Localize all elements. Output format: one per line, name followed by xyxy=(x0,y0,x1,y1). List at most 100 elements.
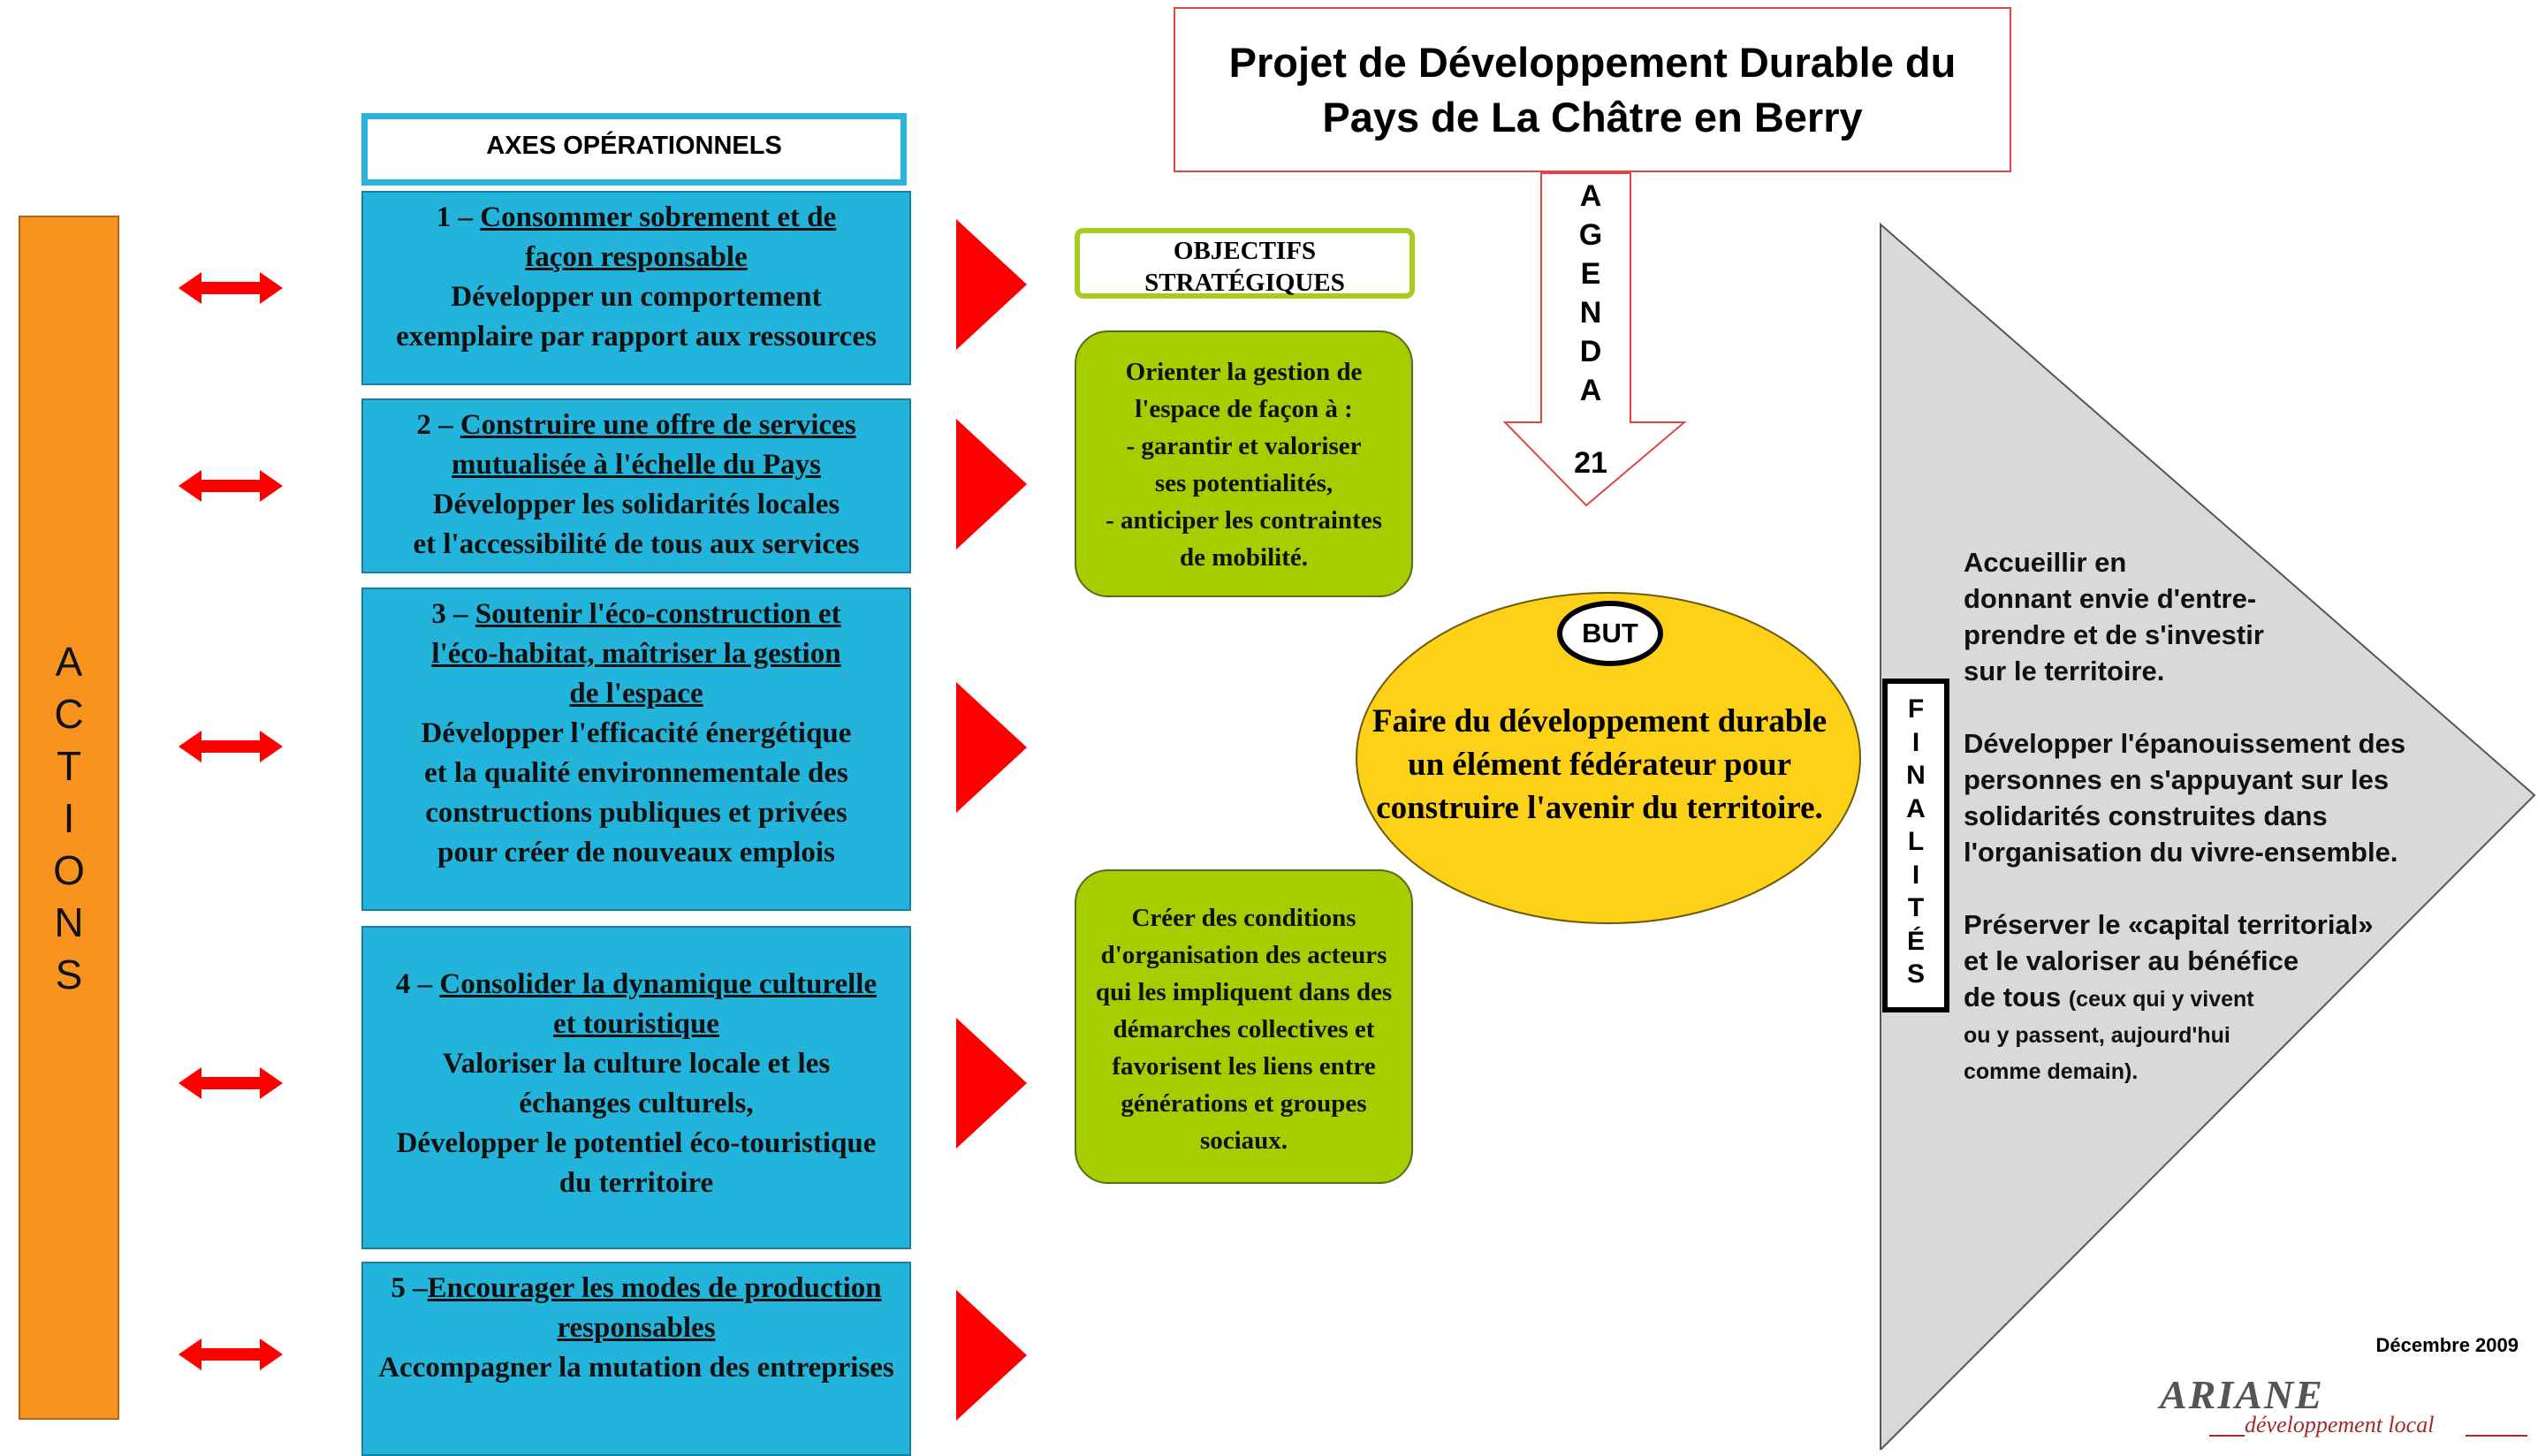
objectif-line: de mobilité. xyxy=(1180,543,1308,572)
axis-title: 4 – Consolider la dynamique culturelle xyxy=(395,968,878,1000)
finalites-letter: L xyxy=(1907,827,1925,856)
axis-body-line: Accompagner la mutation des entreprises xyxy=(378,1352,894,1384)
but-text-line: un élément fédérateur pour xyxy=(1408,747,1791,783)
red-triangle-icon xyxy=(956,219,1027,350)
finalites-letter: A xyxy=(1906,793,1926,823)
axis-title: mutualisée à l'échelle du Pays xyxy=(452,449,821,481)
objectifs-header-line: OBJECTIFS xyxy=(1173,237,1317,265)
axis-body-line: constructions publiques et privées xyxy=(425,797,847,829)
axis-title: de l'espace xyxy=(569,678,703,709)
agenda-number: 21 xyxy=(1574,446,1607,480)
objectif-line: favorisent les liens entre xyxy=(1112,1052,1376,1081)
axis-body-line: Développer les solidarités locales xyxy=(432,489,840,520)
actions-bar xyxy=(19,216,119,1420)
axis-body-line: et la qualité environnementale des xyxy=(424,757,848,789)
finalites-letter: I xyxy=(1911,727,1920,757)
objectif-line: générations et groupes xyxy=(1121,1089,1367,1118)
project-title-box: Projet de Développement Durable du Pays … xyxy=(1174,7,2011,172)
agenda-letter: A xyxy=(1579,179,1602,213)
axis-body-line: échanges culturels, xyxy=(519,1088,754,1119)
axis-body-line: Développer le potentiel éco-touristique xyxy=(396,1127,877,1159)
axis-title: et touristique xyxy=(553,1008,719,1040)
axis-body-line: Développer l'efficacité énergétique xyxy=(421,717,852,749)
double-arrow-icon xyxy=(179,1338,283,1370)
axis-title: responsables xyxy=(557,1312,716,1344)
agenda-letter: E xyxy=(1580,257,1601,291)
finalites-letter: S xyxy=(1906,959,1925,989)
finalites-text: Accueillir en donnant envie d'entre- pre… xyxy=(1964,544,2476,1124)
objectifs-header-line: STRATÉGIQUES xyxy=(1144,269,1345,297)
axis-title: façon responsable xyxy=(525,241,748,273)
finalites-label: F I N A L I T É S xyxy=(1882,679,1949,1012)
actions-letter: A xyxy=(55,639,83,685)
red-triangle-icon xyxy=(956,1018,1027,1149)
agenda-letter: G xyxy=(1578,218,1603,252)
project-title-line-2: Pays de La Châtre en Berry xyxy=(1322,94,1863,140)
but-text-line: construire l'avenir du territoire. xyxy=(1376,790,1823,826)
but-text: Faire du développement durable un élémen… xyxy=(1352,700,1847,830)
finalites-letter: T xyxy=(1907,893,1925,922)
axis-title: 5 –Encourager les modes de production xyxy=(391,1272,882,1304)
axis-box-1: 1 – Consommer sobrement et de façon resp… xyxy=(361,191,911,385)
objectif-line: démarches collectives et xyxy=(1113,1015,1375,1043)
objectif-line: l'espace de façon à : xyxy=(1135,395,1353,423)
double-arrow-icon xyxy=(179,731,283,762)
but-text-line: Faire du développement durable xyxy=(1372,703,1828,739)
axis-body-line: pour créer de nouveaux emplois xyxy=(437,837,835,868)
objectif-line: Orienter la gestion de xyxy=(1125,358,1363,386)
finalites-letter: F xyxy=(1907,694,1925,724)
finalite-paragraph-2: Développer l'épanouissement des personne… xyxy=(1964,728,2406,868)
finalite-paragraph-1: Accueillir en donnant envie d'entre- pre… xyxy=(1964,547,2264,686)
objectif-line: sociaux. xyxy=(1199,1126,1288,1155)
red-triangle-icon xyxy=(956,1290,1027,1421)
axis-body-line: exemplaire par rapport aux ressources xyxy=(396,321,877,353)
but-ellipse xyxy=(1356,592,1861,924)
objectif-line: qui les impliquent dans des xyxy=(1095,978,1393,1006)
axis-body-line: du territoire xyxy=(559,1167,714,1199)
ariane-logo: ARIANE xyxy=(2160,1372,2324,1417)
double-arrow-icon xyxy=(179,470,283,502)
finalites-letter: É xyxy=(1906,926,1925,956)
actions-label: A C T I O N S xyxy=(19,636,119,1001)
red-triangle-icon xyxy=(956,682,1027,813)
objectif-box-1: Orienter la gestion de l'espace de façon… xyxy=(1075,330,1413,597)
objectif-line: Créer des conditions xyxy=(1131,904,1356,932)
axis-title: l'éco-habitat, maîtriser la gestion xyxy=(431,638,841,670)
agenda-letter: A xyxy=(1579,374,1602,407)
objectif-line: - anticiper les contraintes xyxy=(1106,506,1382,535)
axis-box-4: 4 – Consolider la dynamique culturelle e… xyxy=(361,926,911,1249)
finalites-triangle xyxy=(1880,222,2536,1450)
agenda-letter: N xyxy=(1579,296,1602,330)
double-arrow-icon xyxy=(179,1067,283,1099)
axis-body-line: Développer un comportement xyxy=(451,281,822,313)
actions-letter: O xyxy=(53,847,85,893)
axis-title: 3 – Soutenir l'éco-construction et xyxy=(431,598,841,630)
actions-letter: C xyxy=(54,691,84,737)
axis-body-line: et l'accessibilité de tous aux services xyxy=(413,528,860,560)
axis-box-3: 3 – Soutenir l'éco-construction et l'éco… xyxy=(361,588,911,911)
finalite-paragraph-3: Préserver le «capital territorial» et le… xyxy=(1964,909,2374,1084)
double-arrow-icon xyxy=(179,272,283,304)
agenda-arrow xyxy=(1502,172,1687,507)
axis-title: 2 – Construire une offre de services xyxy=(416,409,856,441)
axis-body-line: Valoriser la culture locale et les xyxy=(442,1048,831,1080)
axis-box-2: 2 – Construire une offre de services mut… xyxy=(361,398,911,573)
agenda-letters: A G E N D A xyxy=(1555,177,1626,410)
finalites-letter: N xyxy=(1906,761,1926,790)
objectif-line: ses potentialités, xyxy=(1154,469,1334,497)
objectif-box-2: Créer des conditions d'organisation des … xyxy=(1075,869,1413,1184)
axis-title: 1 – Consommer sobrement et de xyxy=(436,201,837,233)
project-title-line-1: Projet de Développement Durable du xyxy=(1228,39,1957,86)
axis-box-5: 5 –Encourager les modes de production re… xyxy=(361,1262,911,1456)
actions-letter: S xyxy=(55,952,83,997)
actions-letter: I xyxy=(63,795,75,841)
finalites-letter: I xyxy=(1911,860,1920,890)
date-label: Décembre 2009 xyxy=(2375,1334,2519,1356)
ariane-logo-subtitle: développement local xyxy=(2245,1412,2435,1437)
objectifs-header: OBJECTIFS STRATÉGIQUES xyxy=(1075,228,1415,299)
objectif-line: - garantir et valoriser xyxy=(1126,432,1362,460)
logo-underline-icon xyxy=(2209,1435,2527,1437)
red-triangle-icon xyxy=(956,419,1027,550)
axes-header: AXES OPÉRATIONNELS xyxy=(361,113,907,186)
